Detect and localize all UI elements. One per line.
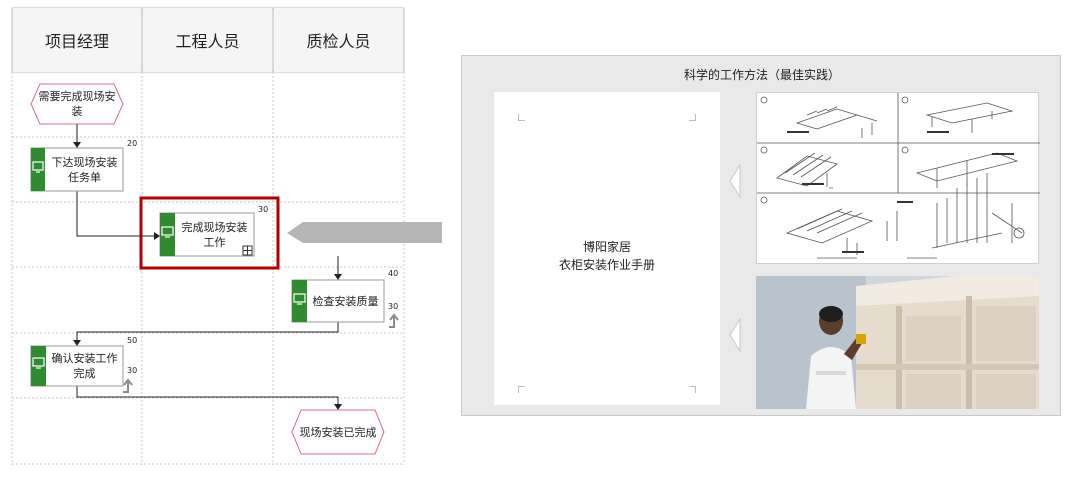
- chevron-left-icon[interactable]: [728, 164, 742, 198]
- left-pointer-arrow: [287, 222, 442, 243]
- confirm-complete-number: 50: [127, 336, 138, 345]
- crop-mark: [518, 114, 525, 121]
- monitor-icon: [161, 226, 174, 238]
- chevron-left-icon[interactable]: [728, 318, 742, 352]
- manual-company: 博阳家居: [582, 240, 631, 254]
- connectors: [76, 124, 339, 404]
- best-practice-panel: 科学的工作方法（最佳实践） 博阳家居 衣柜安装作业手册: [461, 55, 1061, 416]
- monitor-icon: [32, 357, 45, 369]
- complete-install-shape[interactable]: [159, 212, 255, 257]
- crop-mark: [689, 386, 696, 393]
- confirm-complete-label: 确认安装工作 完成: [51, 352, 118, 380]
- check-quality-label: 检查安装质量: [312, 294, 379, 308]
- crop-mark: [518, 386, 525, 393]
- monitor-icon: [293, 293, 306, 305]
- panel-title: 科学的工作方法（最佳实践）: [683, 68, 840, 82]
- end-event-label: 现场安装已完成: [299, 425, 377, 439]
- complete-install-number: 30: [258, 205, 269, 214]
- manual-title: 衣柜安装作业手册: [558, 258, 655, 272]
- end-event-shape[interactable]: [291, 409, 385, 455]
- monitor-icon: [32, 161, 44, 173]
- highlight-frame: [139, 196, 280, 270]
- installation-photo[interactable]: [756, 276, 1039, 409]
- assembly-drawing-illustration: [757, 93, 1040, 259]
- loop-back-icon: [389, 313, 399, 328]
- confirm-complete-duration: 30: [127, 366, 138, 375]
- loop-back-icon: [123, 378, 133, 393]
- swimlane-diagram: 项目经理 工程人员 质检人员 需要完成现场安 装 下达现场安装 任务单 20 完…: [0, 0, 450, 485]
- start-event-shape[interactable]: [30, 83, 124, 125]
- check-quality-shape[interactable]: [291, 279, 385, 323]
- crop-mark: [689, 114, 696, 121]
- check-quality-number: 40: [388, 269, 399, 278]
- manual-cover[interactable]: 博阳家居 衣柜安装作业手册: [494, 92, 720, 405]
- arrowheads: [73, 142, 342, 410]
- assembly-drawing-image[interactable]: [756, 92, 1040, 264]
- installation-photo-illustration: [756, 276, 1039, 409]
- plus-square-icon[interactable]: [242, 245, 253, 256]
- lane-header-qa: 质检人员: [274, 8, 403, 72]
- lane-header-project-manager: 项目经理: [13, 8, 141, 72]
- lane-header-engineer: 工程人员: [143, 8, 272, 72]
- check-quality-duration: 30: [388, 302, 399, 311]
- issue-task-number: 20: [127, 139, 138, 148]
- issue-task-label: 下达现场安装 任务单: [51, 155, 118, 184]
- complete-install-label: 完成现场安装 工作: [181, 220, 248, 249]
- start-event-label: 需要完成现场安 装: [38, 90, 116, 118]
